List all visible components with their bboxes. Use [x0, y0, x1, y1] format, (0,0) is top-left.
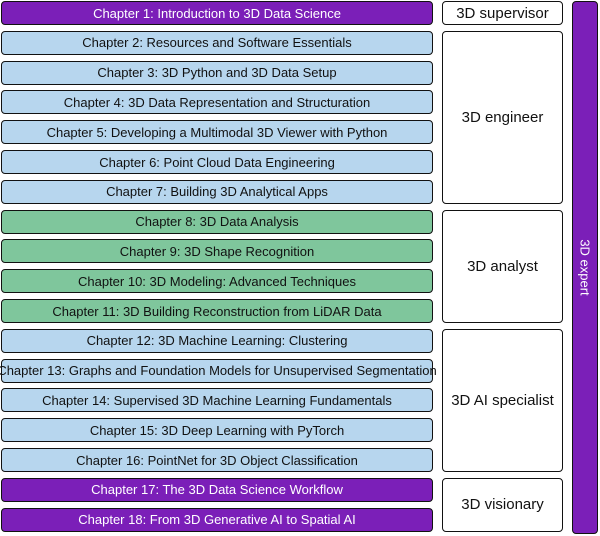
chapter-box: Chapter 14: Supervised 3D Machine Learni…	[1, 388, 433, 413]
chapter-box: Chapter 10: 3D Modeling: Advanced Techni…	[1, 269, 433, 294]
role-box: 3D analyst	[442, 209, 563, 323]
chapter-box: Chapter 8: 3D Data Analysis	[1, 209, 433, 234]
role-box: 3D supervisor	[442, 1, 563, 25]
role-box: 3D AI specialist	[442, 328, 563, 472]
chapter-box: Chapter 3: 3D Python and 3D Data Setup	[1, 60, 433, 85]
chapter-box: Chapter 13: Graphs and Foundation Models…	[0, 358, 437, 383]
expert-label: 3D expert	[577, 239, 593, 296]
chapter-box: Chapter 7: Building 3D Analytical Apps	[1, 179, 433, 204]
chapter-box: Chapter 17: The 3D Data Science Workflow	[1, 477, 433, 502]
role-box: 3D engineer	[442, 30, 563, 204]
chapter-box: Chapter 16: PointNet for 3D Object Class…	[1, 448, 433, 472]
chapter-box: Chapter 2: Resources and Software Essent…	[1, 30, 433, 55]
chapter-box: Chapter 12: 3D Machine Learning: Cluster…	[1, 328, 433, 353]
chapter-box: Chapter 5: Developing a Multimodal 3D Vi…	[1, 120, 433, 145]
expert-bar: 3D expert	[572, 1, 598, 534]
chapter-box: Chapter 9: 3D Shape Recognition	[1, 239, 433, 264]
role-box: 3D visionary	[442, 477, 563, 532]
chapter-box: Chapter 4: 3D Data Representation and St…	[1, 90, 433, 115]
chapter-box: Chapter 15: 3D Deep Learning with PyTorc…	[1, 418, 433, 443]
chapter-box: Chapter 1: Introduction to 3D Data Scien…	[1, 1, 433, 25]
chapter-box: Chapter 6: Point Cloud Data Engineering	[1, 150, 433, 174]
chapter-box: Chapter 11: 3D Building Reconstruction f…	[1, 299, 433, 323]
chapter-box: Chapter 18: From 3D Generative AI to Spa…	[1, 507, 433, 532]
